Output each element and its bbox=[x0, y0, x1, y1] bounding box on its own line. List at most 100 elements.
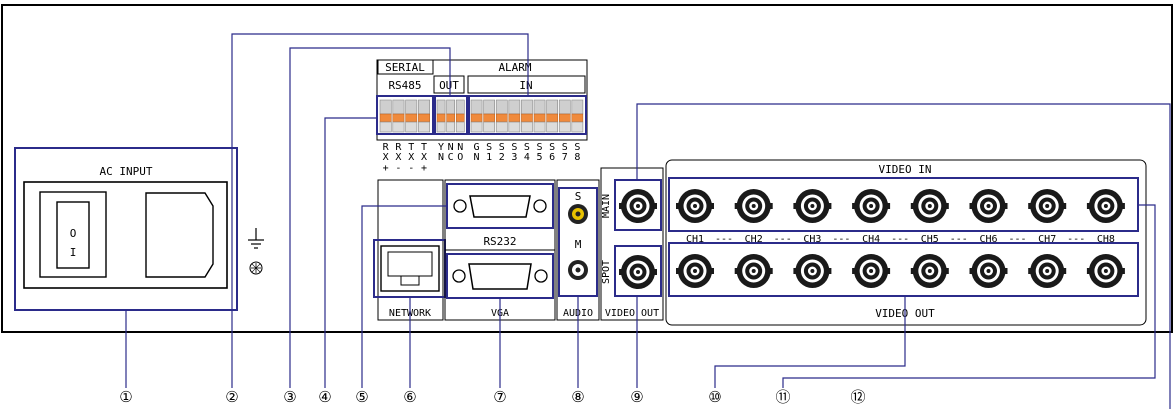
alarm-out-terminal-base bbox=[436, 121, 446, 133]
callout-number: ⑥ bbox=[403, 388, 416, 406]
power-switch bbox=[56, 201, 90, 269]
power-switch-frame bbox=[39, 191, 107, 278]
video-in-connectors bbox=[676, 189, 1125, 223]
alarm-in-terminal-label: S bbox=[524, 142, 530, 153]
channel-labels: CH1---CH2---CH3---CH4---CH5---CH6---CH7-… bbox=[686, 234, 1115, 245]
alarm-in-terminal-base bbox=[558, 121, 571, 133]
rs485-terminal-label: R bbox=[383, 142, 390, 153]
video-in-bnc-ch1 bbox=[676, 189, 714, 223]
video-out-bnc-ch2 bbox=[734, 254, 773, 288]
rs485-terminal-top bbox=[405, 99, 418, 115]
alarm-in-terminal-top bbox=[546, 99, 558, 115]
alarm-out-terminal-screw bbox=[446, 113, 455, 123]
video-io-frame bbox=[665, 159, 1147, 326]
alarm-in-terminal-top bbox=[483, 99, 496, 115]
rs485-terminal-screw bbox=[379, 113, 392, 123]
video-in-label: VIDEO IN bbox=[879, 163, 932, 176]
video-out-bnc-ch4 bbox=[852, 254, 891, 288]
alarm-out-terminal-screw bbox=[436, 113, 446, 123]
channel-label: CH4 bbox=[862, 234, 880, 245]
alarm-out-terminal-base bbox=[455, 121, 465, 133]
rs485-terminal-label: T bbox=[408, 142, 414, 153]
rs485-terminal-sublabel: X bbox=[395, 152, 401, 163]
alarm-in-terminal-sublabel: 5 bbox=[537, 152, 543, 163]
rs232-port bbox=[453, 195, 547, 218]
video-in-bnc-ch7 bbox=[1028, 189, 1067, 223]
spot-bnc-connector bbox=[619, 255, 657, 289]
main-bnc bbox=[619, 189, 657, 223]
alarm-in-terminal-base bbox=[483, 121, 496, 133]
rs485-terminal-top bbox=[418, 99, 430, 115]
alarm-in-terminal-screw bbox=[533, 113, 546, 123]
leader-4 bbox=[324, 117, 377, 388]
alarm-out-terminal-label: N bbox=[457, 142, 463, 153]
rs485-terminal-sublabel: X bbox=[383, 152, 389, 163]
spot-label: SPOT bbox=[601, 260, 612, 284]
rs485-terminal-top bbox=[392, 99, 405, 115]
video-in-bnc-ch8 bbox=[1086, 189, 1125, 223]
alarm-out-terminal-top bbox=[455, 99, 465, 115]
callout-number: ① bbox=[119, 388, 132, 406]
channel-label: CH2 bbox=[745, 234, 763, 245]
spot-highlight bbox=[614, 245, 662, 297]
ground-icon bbox=[248, 228, 264, 249]
alarm-in-terminal-base bbox=[533, 121, 546, 133]
alarm-out-terminal-top bbox=[436, 99, 446, 115]
alarm-out-terminal-label: N bbox=[448, 142, 454, 153]
video-in-bnc-ch4 bbox=[852, 189, 891, 223]
main-label: MAIN bbox=[601, 194, 612, 218]
alarm-out-terminal-screw bbox=[455, 113, 465, 123]
alarm-in-terminal-screw bbox=[546, 113, 558, 123]
callout-number: ④ bbox=[318, 388, 331, 406]
rs485-terminal-label: R bbox=[395, 142, 402, 153]
leader-lines bbox=[125, 33, 1171, 413]
video-out-connectors bbox=[676, 254, 1125, 288]
alarm-in-terminal-base bbox=[495, 121, 508, 133]
channel-label: CH5 bbox=[921, 234, 939, 245]
alarm-in-terminal-top bbox=[521, 99, 533, 115]
alarm-out-highlight bbox=[434, 95, 468, 135]
alarm-out-label: OUT bbox=[439, 79, 459, 92]
video-in-bnc-ch3 bbox=[793, 189, 832, 223]
alarm-label: ALARM bbox=[498, 61, 531, 74]
video-in-bnc-ch6 bbox=[969, 189, 1008, 223]
alarm-out-terminal-sublabel: O bbox=[457, 152, 463, 163]
chassis-outline bbox=[1, 4, 1173, 333]
channel-separator: --- bbox=[715, 234, 733, 245]
terminal-block-group bbox=[379, 99, 584, 133]
alarm-in-terminal-base bbox=[571, 121, 584, 133]
leader-10 bbox=[714, 296, 906, 388]
leader-2 bbox=[231, 33, 529, 388]
rs232-label: RS232 bbox=[483, 235, 516, 248]
video-out-small-label: VIDEO OUT bbox=[605, 308, 659, 319]
alarm-in-terminal-sublabel: 8 bbox=[574, 152, 580, 163]
audio-s-jack bbox=[568, 204, 588, 224]
callout-number: ⑪ bbox=[775, 388, 790, 406]
alarm-in-terminal-label: S bbox=[574, 142, 580, 153]
rs485-highlight bbox=[376, 95, 434, 135]
out-header-box bbox=[433, 75, 465, 94]
rs485-terminal-top bbox=[379, 99, 392, 115]
alarm-in-terminal-screw bbox=[571, 113, 584, 123]
rs485-label: RS485 bbox=[388, 79, 421, 92]
channel-label: CH7 bbox=[1038, 234, 1056, 245]
rs485-terminal-screw bbox=[405, 113, 418, 123]
alarm-in-terminal-base bbox=[546, 121, 558, 133]
switch-off-mark: I bbox=[70, 246, 77, 259]
alarm-in-terminal-label: G bbox=[474, 142, 480, 153]
ac-inlet-socket bbox=[145, 192, 214, 278]
rs485-terminal-sublabel: X bbox=[408, 152, 414, 163]
alarm-in-terminal-screw bbox=[521, 113, 533, 123]
rs485-terminal-sublabel: X bbox=[421, 152, 427, 163]
switch-on-mark: O bbox=[70, 227, 77, 240]
alarm-in-terminal-sublabel: 4 bbox=[524, 152, 530, 163]
alarm-in-terminal-sublabel: 6 bbox=[549, 152, 555, 163]
video-in-bnc-ch2 bbox=[734, 189, 773, 223]
serial-label: SERIAL bbox=[385, 61, 425, 74]
video-out-bnc-ch1 bbox=[676, 254, 714, 288]
rs485-terminal-polarity: + bbox=[421, 163, 427, 174]
callout-number: ⑦ bbox=[493, 388, 506, 406]
main-bnc-connector bbox=[619, 189, 657, 223]
alarm-in-label: IN bbox=[519, 79, 532, 92]
video-out-highlight bbox=[668, 242, 1139, 297]
